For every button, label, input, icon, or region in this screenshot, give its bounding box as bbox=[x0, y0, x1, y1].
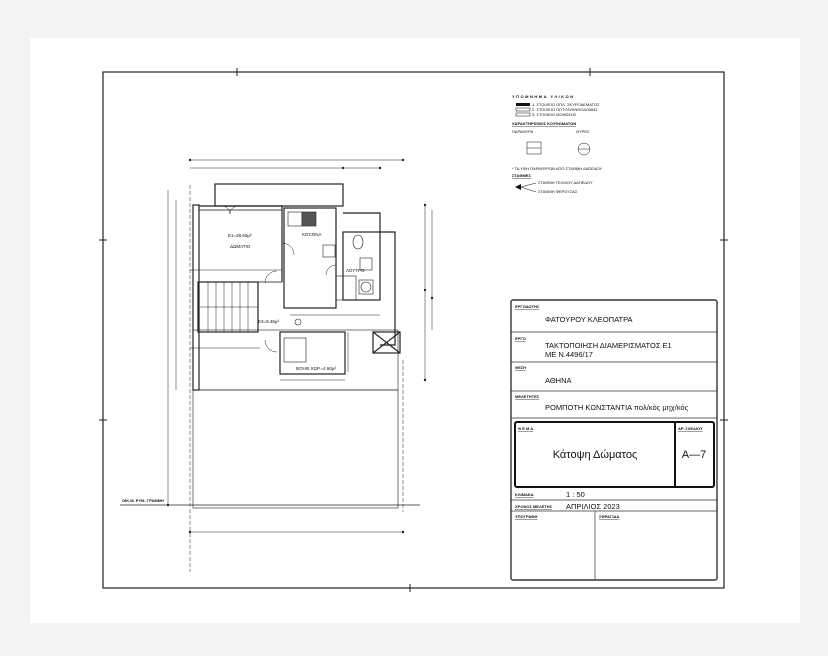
kitchen-label: ΚΟΥΖΙΝΑ bbox=[302, 232, 321, 237]
doors bbox=[221, 205, 337, 353]
title-block: ΕΡΓΟΔΟΤΗΣ ΦΑΤΟΥΡΟΥ ΚΛΕΟΠΑΤΡΑ ΕΡΓΟ ΤΑΚΤΟΠ… bbox=[510, 299, 718, 581]
building-line-label: ΟΙΚ.Μ. ΡΥΜ. ΓΡΑΜΜΗ bbox=[122, 498, 164, 503]
stamp-label: ΣΦΡΑΓΙΔΑ bbox=[599, 514, 619, 519]
legend-note: * ΤΑ ΥΨΗ ΠΑΡΑΘΥΡΩΝ ΑΠΟ ΣΤΑΘΜΗ ΔΑΠΕΔΟΥ bbox=[512, 166, 603, 171]
fixtures bbox=[283, 211, 374, 363]
subject-label: Θ Ε Μ Α bbox=[518, 426, 533, 431]
designer-name: ΡΟΜΠΟΤΗ ΚΩΝΣΤΑΝΤΙΑ πολ/κός μηχ/κός bbox=[545, 403, 689, 412]
legend-material-1: 1. ΣΤΟΙΧΕΙΟ ΟΠΛ. ΣΚΥΡΟΔΕΜΑΤΟΣ bbox=[532, 102, 600, 107]
paper bbox=[30, 38, 800, 623]
date-value: ΑΠΡΙΛΙΟΣ 2023 bbox=[566, 502, 620, 511]
storage-area-label: ΒΟΗΘ.ΧΩΡ.=4.60μ² bbox=[296, 366, 337, 371]
openings-title: ΧΑΡΑΚΤΗΡΙΣΜΟΣ ΚΟΥΦΩΜΑΤΩΝ bbox=[512, 121, 576, 126]
drawing-number-label: ΑΡ. ΣΧΕΔΙΟΥ bbox=[678, 426, 703, 431]
scale-value: 1 : 50 bbox=[566, 490, 585, 499]
axis-dashed-lines bbox=[189, 185, 404, 572]
date-label: ΧΡΟΝΟΣ ΜΕΛΕΤΗΣ bbox=[515, 504, 553, 509]
project-line-2: ΜΕ Ν.4496/17 bbox=[545, 350, 593, 359]
walls bbox=[192, 183, 401, 509]
stair-area-label: Ε3=8.45μ² bbox=[258, 319, 279, 324]
scale-label: ΚΛΙΜΑΚΑ bbox=[515, 492, 534, 497]
drawing-number: Α—7 bbox=[682, 449, 706, 461]
floor-plan: Ε1=26.60μ² ΔΩΜΑΤΙΟ ΚΟΥΖΙΝΑ ΛΟΥΤΡΟ Ε3=8.4… bbox=[120, 158, 434, 572]
project-label: ΕΡΓΟ bbox=[515, 336, 526, 341]
levels-title: ΣΤΑΘΜΕΣ bbox=[512, 173, 531, 178]
legend-material-3: 3. ΣΤΟΙΧΕΙΟ ΜΟΝΩΣΗΣ bbox=[532, 112, 577, 117]
bedroom-label: ΔΩΜΑΤΙΟ bbox=[230, 244, 251, 249]
stairs bbox=[198, 282, 258, 332]
client-label: ΕΡΓΟΔΟΤΗΣ bbox=[515, 304, 540, 309]
dimension-lines bbox=[166, 158, 434, 534]
legend-title: ΥΠΟΜΝΗΜΑ ΥΛΙΚΩΝ bbox=[512, 94, 575, 99]
drawing-frame bbox=[99, 68, 728, 592]
legend-material-2: 2. ΣΤΟΙΧΕΙΟ ΟΠΤΟΠΛΙΝΘΟΔΟΜΗΣ bbox=[532, 107, 598, 112]
project-line-1: ΤΑΚΤΟΠΟΙΗΣΗ ΔΙΑΜΕΡΙΣΜΑΤΟΣ Ε1 bbox=[545, 341, 672, 350]
subject-value: Κάτοψη Δώματος bbox=[553, 449, 638, 461]
level-marker-icon bbox=[515, 184, 521, 190]
legend: ΥΠΟΜΝΗΜΑ ΥΛΙΚΩΝ 1. ΣΤΟΙΧΕΙΟ ΟΠΛ. ΣΚΥΡΟΔΕ… bbox=[512, 94, 603, 194]
level-structural: ΣΤΑΘΜΗ ΦΕΡΟΥΣΑΣ bbox=[538, 189, 578, 194]
level-finished-floor: ΣΤΑΘΜΗ ΤΕΛΙΚΟΥ ΔΑΠΕΔΟΥ bbox=[538, 180, 593, 185]
client-name: ΦΑΤΟΥΡΟΥ ΚΛΕΟΠΑΤΡΑ bbox=[545, 315, 633, 324]
bathroom-label: ΛΟΥΤΡΟ bbox=[346, 268, 365, 273]
doors-label: ΘΥΡΕΣ bbox=[576, 129, 590, 134]
windows-label: ΠΑΡΑΘΥΡΑ bbox=[512, 129, 534, 134]
location-value: ΑΘΗΝΑ bbox=[545, 376, 572, 385]
signature-label: ΥΠΟΓΡΑΦΗ bbox=[515, 514, 538, 519]
location-label: ΘΕΣΗ bbox=[515, 365, 526, 370]
designers-label: ΜΕΛΕΤΗΤΕΣ bbox=[515, 394, 540, 399]
bedroom-area-label: Ε1=26.60μ² bbox=[228, 233, 252, 238]
opening-symbols bbox=[526, 141, 591, 156]
